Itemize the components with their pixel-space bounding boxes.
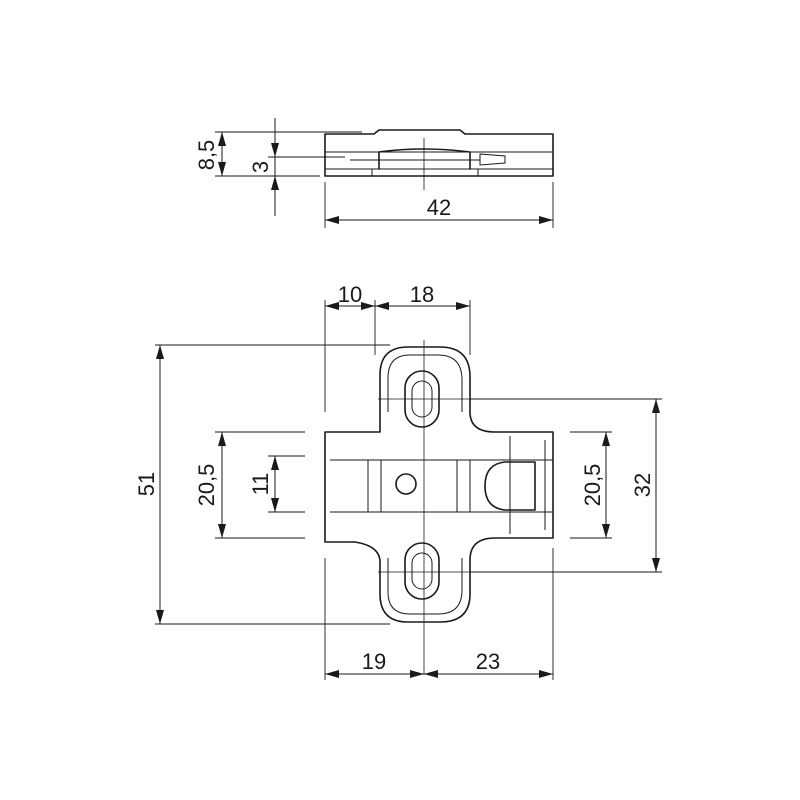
dimension-labels: 8,5 3 42 10 18 51 20,5 11 20,5 32 19 23: [134, 140, 655, 674]
front-view: [155, 300, 662, 680]
side-view: [215, 129, 554, 228]
dim-arrows-top: [325, 302, 470, 310]
mounting-plate-outline: [324, 346, 554, 623]
dim-label-hole-spacing: 11: [248, 473, 273, 496]
dim-arrows-side-height: [218, 132, 226, 176]
dimension-lines: [156, 118, 660, 678]
dim-arrows-side-plate: [271, 143, 279, 190]
dim-label-slot-spacing: 32: [630, 473, 655, 497]
side-view-outline: [324, 129, 554, 177]
dim-label-side-plate: 3: [248, 161, 273, 173]
center-hole: [395, 473, 417, 495]
side-view-screw-detail: [350, 153, 506, 166]
dim-label-side-height: 8,5: [194, 140, 219, 171]
dim-label-inner-height-left: 20,5: [194, 464, 219, 507]
dim-label-top-slot-pitch: 18: [410, 282, 434, 307]
dim-label-bottom-right: 23: [476, 649, 500, 674]
screw-tongue: [484, 461, 536, 511]
dim-arrows-hole-spacing: [271, 456, 279, 512]
dim-label-side-width: 42: [427, 195, 451, 220]
dim-label-top-offset: 10: [338, 282, 362, 307]
dim-label-bottom-left: 19: [362, 649, 386, 674]
mounting-plate-inner-outline: [387, 354, 463, 615]
dim-label-inner-height-right: 20,5: [580, 464, 605, 507]
lower-slot-inner: [411, 552, 433, 590]
lower-slot-hole: [404, 542, 440, 600]
dim-label-total-height: 51: [134, 472, 159, 496]
